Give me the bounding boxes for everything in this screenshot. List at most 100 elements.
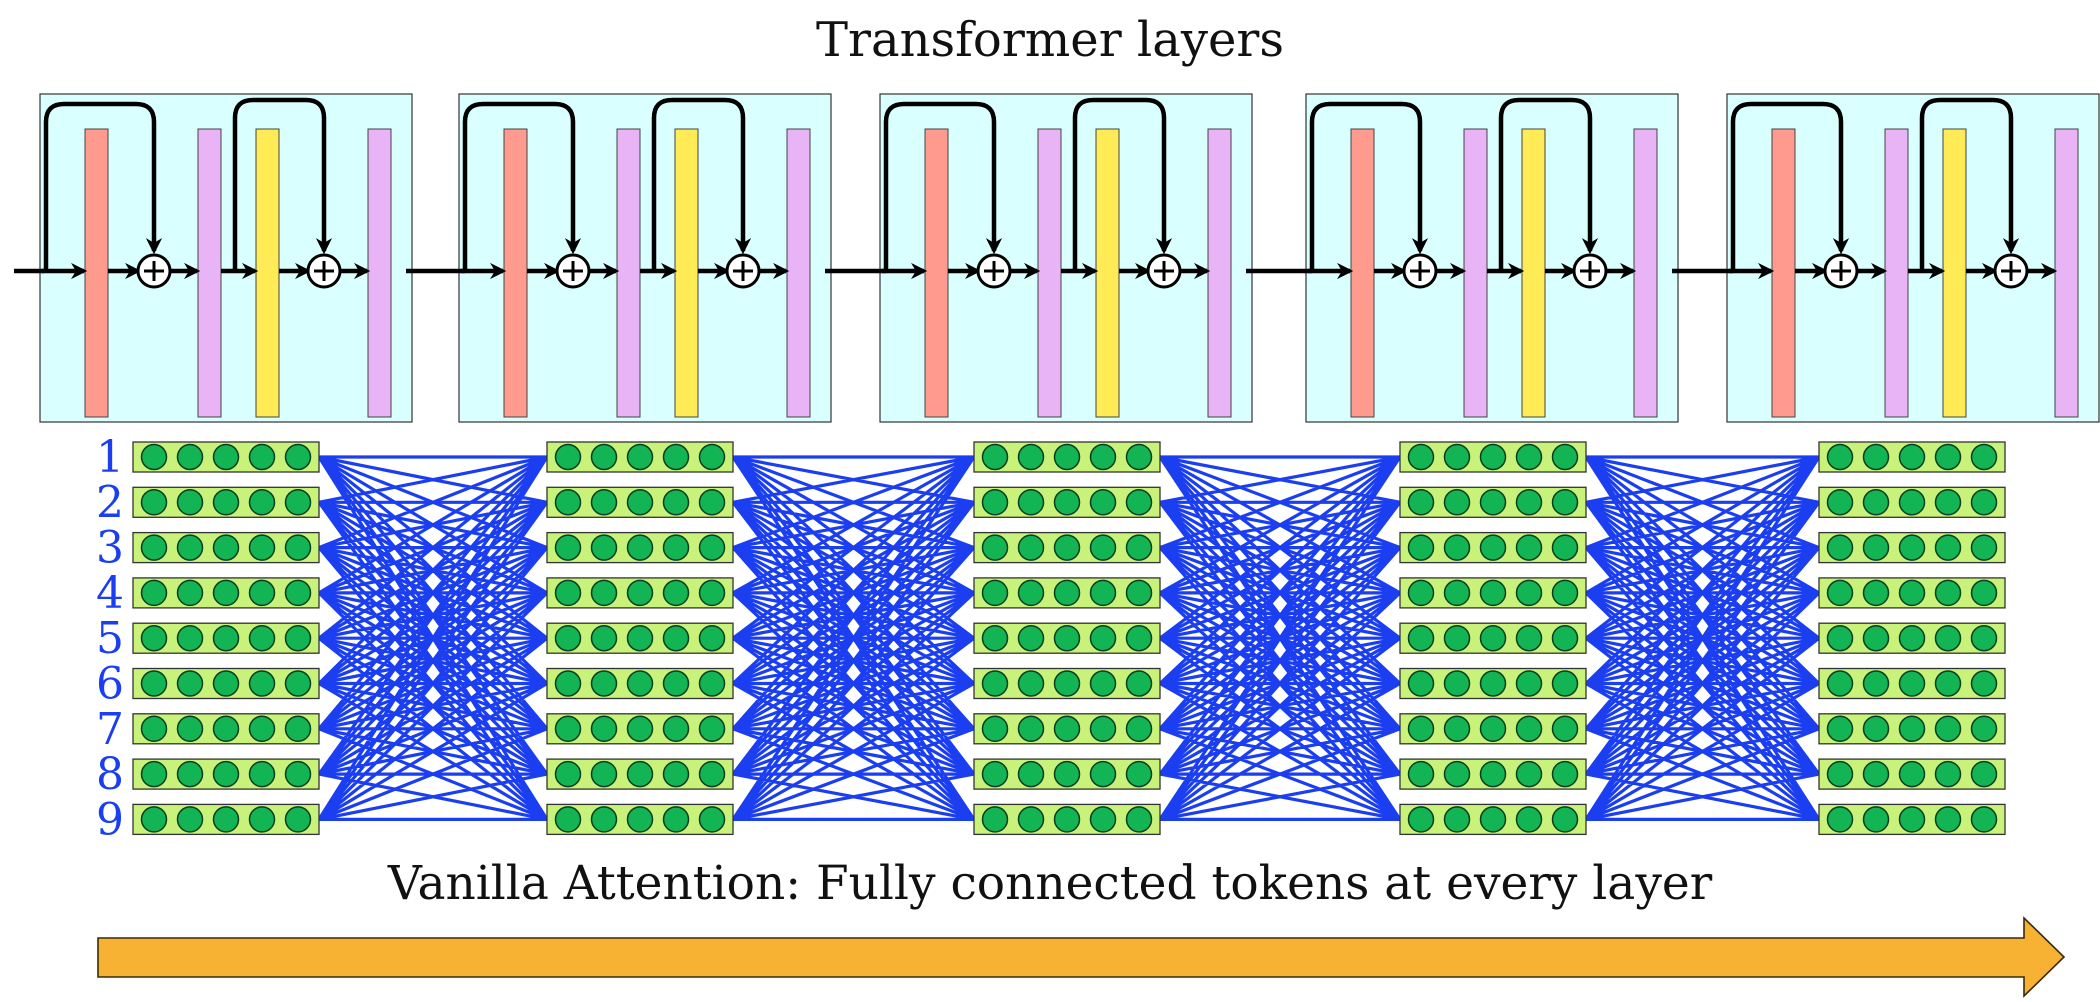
transformer-layer-1 bbox=[39, 93, 413, 423]
token-dot bbox=[284, 715, 312, 743]
token-dot bbox=[140, 624, 168, 652]
token-embedding bbox=[546, 667, 734, 700]
token-embedding bbox=[1399, 486, 1587, 518]
token-dot bbox=[140, 489, 168, 516]
progress-arrow bbox=[97, 916, 2066, 998]
token-dot bbox=[1407, 715, 1435, 743]
token-dot bbox=[1017, 624, 1045, 652]
token-dot bbox=[1551, 624, 1579, 652]
token-embedding bbox=[1818, 577, 2006, 609]
token-dot bbox=[590, 579, 618, 607]
token-dot bbox=[1970, 806, 1998, 833]
token-dot bbox=[248, 624, 276, 652]
token-embedding bbox=[132, 531, 320, 564]
norm-block bbox=[1207, 128, 1232, 418]
token-dot bbox=[626, 579, 654, 607]
token-dot bbox=[626, 670, 654, 697]
token-dot bbox=[176, 715, 204, 743]
token-dot bbox=[248, 579, 276, 607]
diagram-caption: Vanilla Attention: Fully connected token… bbox=[387, 856, 1713, 911]
token-dot bbox=[140, 579, 168, 607]
token-dot bbox=[284, 670, 312, 697]
token-dot bbox=[1053, 579, 1081, 607]
token-dot bbox=[662, 579, 690, 607]
feedforward-block bbox=[674, 128, 699, 418]
token-dot bbox=[1125, 489, 1153, 516]
token-dot bbox=[1826, 715, 1854, 743]
residual-add-icon bbox=[1402, 253, 1438, 289]
token-embedding bbox=[973, 577, 1161, 609]
token-embedding bbox=[546, 441, 734, 473]
token-dot bbox=[626, 534, 654, 561]
token-dot bbox=[1125, 715, 1153, 743]
token-dot bbox=[212, 534, 240, 561]
token-dot bbox=[981, 715, 1009, 743]
token-index-label: 9 bbox=[96, 794, 124, 845]
token-dot bbox=[140, 715, 168, 743]
token-dot bbox=[1407, 624, 1435, 652]
token-dot bbox=[1898, 534, 1926, 561]
progress-arrow-icon bbox=[97, 916, 2066, 998]
token-dot bbox=[1551, 579, 1579, 607]
token-dot bbox=[1515, 579, 1543, 607]
token-dot bbox=[554, 579, 582, 607]
token-dot bbox=[981, 670, 1009, 697]
token-dot bbox=[626, 806, 654, 833]
token-dot bbox=[698, 489, 726, 516]
residual-arrow-icon bbox=[43, 101, 163, 271]
norm-block bbox=[1633, 128, 1658, 418]
feedforward-block bbox=[1095, 128, 1120, 418]
token-dot bbox=[554, 624, 582, 652]
feedforward-block bbox=[255, 128, 280, 418]
token-dot bbox=[1017, 443, 1045, 471]
token-dot bbox=[1826, 534, 1854, 561]
token-dot bbox=[1515, 443, 1543, 471]
token-dot bbox=[1862, 489, 1890, 516]
token-dot bbox=[1089, 579, 1117, 607]
token-dot bbox=[1479, 806, 1507, 833]
token-dot bbox=[284, 579, 312, 607]
token-dot bbox=[1443, 715, 1471, 743]
token-column-4 bbox=[1399, 441, 1587, 836]
residual-arrow-icon bbox=[883, 101, 1003, 271]
token-dot bbox=[1017, 715, 1045, 743]
token-dot bbox=[1934, 760, 1962, 788]
token-dot bbox=[1017, 534, 1045, 561]
token-dot bbox=[1443, 489, 1471, 516]
token-dot bbox=[1125, 806, 1153, 833]
token-dot bbox=[1970, 715, 1998, 743]
token-dot bbox=[1479, 760, 1507, 788]
token-dot bbox=[1970, 670, 1998, 697]
token-embedding bbox=[132, 713, 320, 745]
norm-block bbox=[367, 128, 392, 418]
token-dot bbox=[1515, 624, 1543, 652]
token-dot bbox=[1862, 806, 1890, 833]
token-dot bbox=[1934, 806, 1962, 833]
token-dot bbox=[981, 806, 1009, 833]
token-dot bbox=[662, 806, 690, 833]
token-dot bbox=[1515, 760, 1543, 788]
attention-block bbox=[1771, 128, 1796, 418]
attention-block bbox=[924, 128, 949, 418]
norm-block bbox=[1884, 128, 1909, 418]
token-dot bbox=[1017, 489, 1045, 516]
token-dot bbox=[698, 670, 726, 697]
token-dot bbox=[1125, 534, 1153, 561]
token-dot bbox=[590, 760, 618, 788]
token-dot bbox=[981, 579, 1009, 607]
token-dot bbox=[1443, 670, 1471, 697]
token-index-label: 7 bbox=[96, 704, 124, 755]
token-embedding bbox=[1818, 622, 2006, 654]
token-dot bbox=[626, 443, 654, 471]
token-embedding bbox=[546, 577, 734, 609]
residual-arrow-icon bbox=[462, 101, 582, 271]
feedforward-block bbox=[1942, 128, 1967, 418]
token-dot bbox=[1826, 443, 1854, 471]
token-dot bbox=[140, 760, 168, 788]
residual-add-icon bbox=[136, 253, 172, 289]
token-dot bbox=[1407, 443, 1435, 471]
token-dot bbox=[662, 715, 690, 743]
token-dot bbox=[1053, 489, 1081, 516]
token-dot bbox=[176, 624, 204, 652]
